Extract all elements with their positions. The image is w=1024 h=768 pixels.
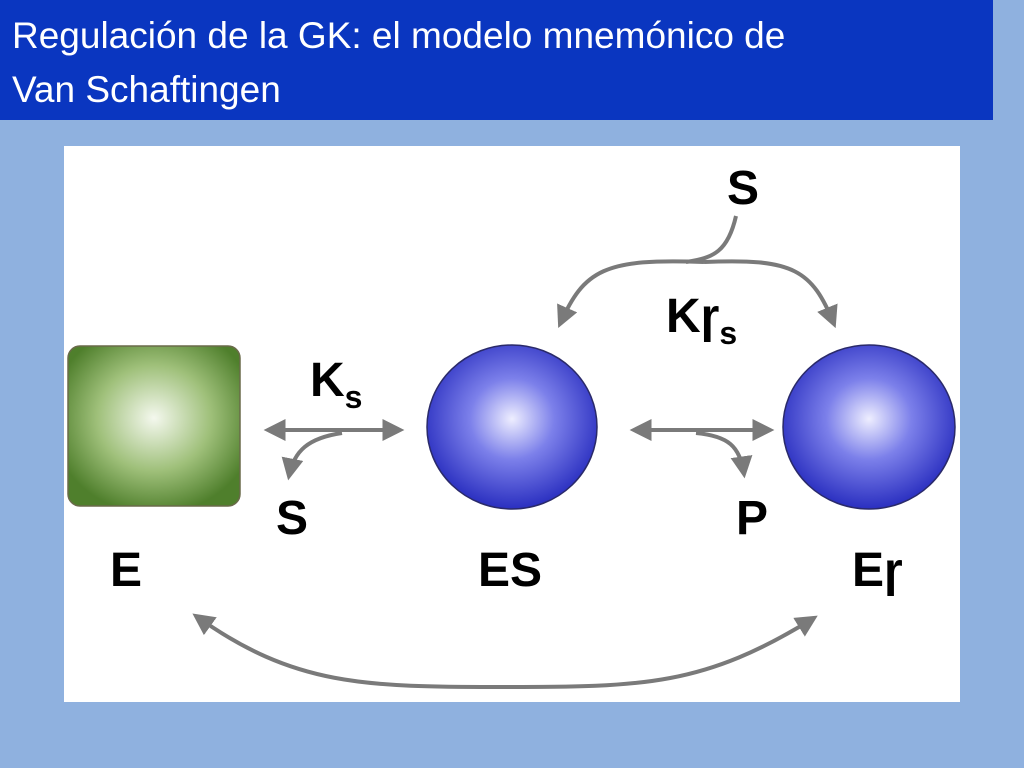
node-label-es: ES <box>478 544 542 597</box>
label-ks-sub: s <box>345 379 363 415</box>
slide-title-line-1: Regulación de la GK: el modelo mnemónico… <box>12 15 786 56</box>
label-ks-main: K <box>310 354 345 407</box>
label-krs: Kɼs <box>666 290 737 351</box>
diagram-panel: S Kɼs Ks S P E ES Eɼ <box>64 146 960 702</box>
enzyme-e-square <box>67 345 241 507</box>
s-release-arrow <box>281 431 343 481</box>
enzyme-es-sphere <box>426 344 598 510</box>
arrow-to-es <box>557 259 705 329</box>
label-krs-sub: s <box>719 315 737 351</box>
slow-transition-arrow <box>192 613 818 690</box>
s-binding-stem <box>685 215 738 264</box>
arrow-to-er <box>703 259 838 329</box>
mnemonic-model-diagram: S Kɼs Ks S P E ES Eɼ <box>67 162 956 690</box>
node-label-e: E <box>110 544 142 597</box>
label-p: P <box>736 492 768 545</box>
label-ks: Ks <box>310 354 362 415</box>
label-s-top: S <box>727 162 759 215</box>
slide-title-line-2: Van Schaftingen <box>12 69 281 110</box>
label-s-bottom: S <box>276 492 308 545</box>
enzyme-er-sphere <box>782 344 956 510</box>
node-label-er: Eɼ <box>852 544 903 597</box>
p-release-arrow <box>695 431 753 479</box>
title-bar: Regulación de la GK: el modelo mnemónico… <box>0 0 993 120</box>
label-krs-main: Kɼ <box>666 290 719 343</box>
